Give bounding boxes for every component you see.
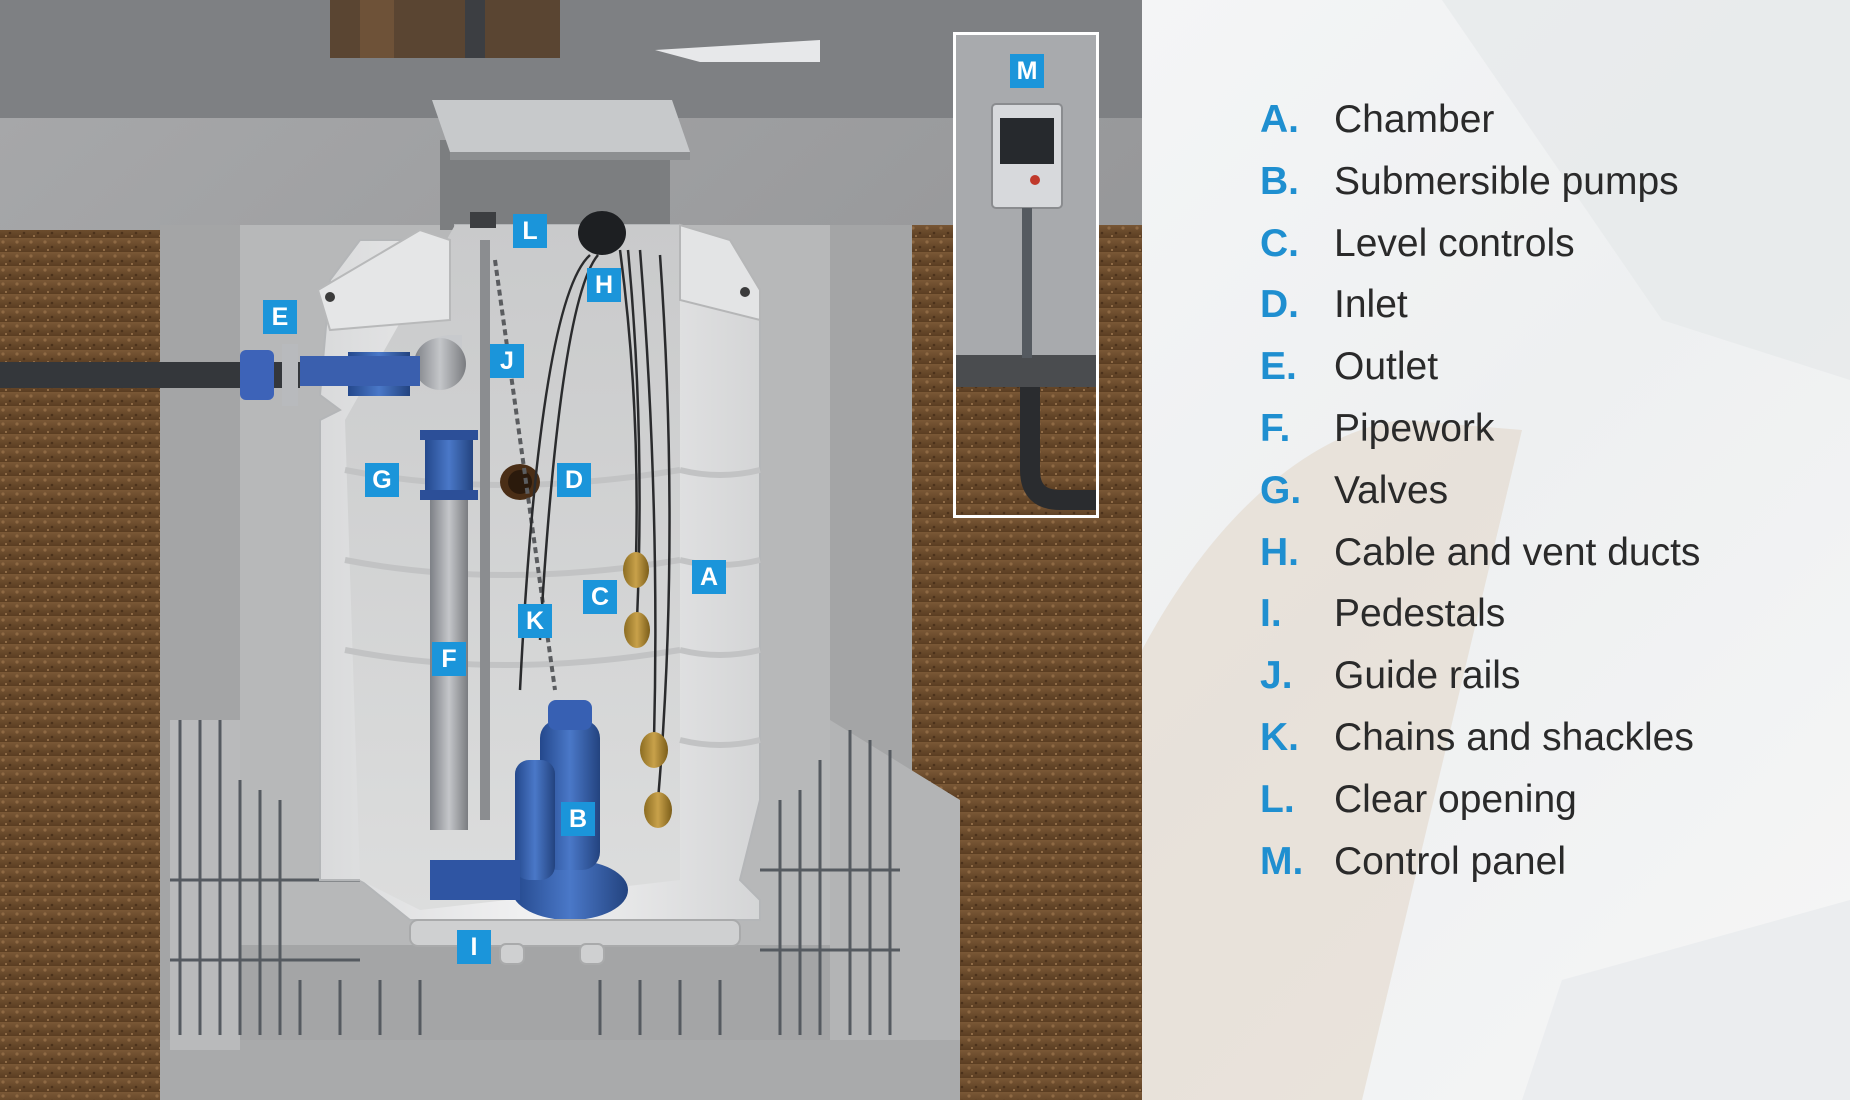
- legend-label: Guide rails: [1334, 654, 1520, 698]
- tag-chamber: A: [692, 560, 726, 594]
- legend-letter: D.: [1260, 283, 1334, 327]
- legend-label: Clear opening: [1334, 778, 1577, 822]
- legend-label: Outlet: [1334, 345, 1438, 389]
- legend-item-chains-and-shackles: K.Chains and shackles: [1260, 716, 1700, 778]
- legend-letter: F.: [1260, 407, 1334, 451]
- tag-chains-and-shackles: K: [518, 604, 552, 638]
- tag-outlet: E: [263, 300, 297, 334]
- legend-label: Inlet: [1334, 283, 1408, 327]
- legend-letter: E.: [1260, 345, 1334, 389]
- legend-letter: H.: [1260, 531, 1334, 575]
- tag-pedestals: I: [457, 930, 491, 964]
- legend-letter: J.: [1260, 654, 1334, 698]
- legend-letter: C.: [1260, 222, 1334, 266]
- legend-label: Pedestals: [1334, 592, 1505, 636]
- legend-letter: I.: [1260, 592, 1334, 636]
- legend-item-outlet: E.Outlet: [1260, 345, 1700, 407]
- tag-guide-rails: J: [490, 344, 524, 378]
- legend-label: Chains and shackles: [1334, 716, 1694, 760]
- legend-label: Level controls: [1334, 222, 1575, 266]
- legend-item-level-controls: C.Level controls: [1260, 222, 1700, 284]
- legend-label: Pipework: [1334, 407, 1494, 451]
- legend-list: A.Chamber B.Submersible pumps C.Level co…: [1260, 98, 1700, 901]
- tag-cable-and-vent-ducts: H: [587, 268, 621, 302]
- legend-letter: B.: [1260, 160, 1334, 204]
- tag-valves: G: [365, 463, 399, 497]
- legend-item-valves: G.Valves: [1260, 469, 1700, 531]
- tag-level-controls: C: [583, 580, 617, 614]
- legend-item-pedestals: I.Pedestals: [1260, 592, 1700, 654]
- tag-clear-opening: L: [513, 214, 547, 248]
- legend-item-control-panel: M.Control panel: [1260, 840, 1700, 902]
- tag-submersible-pumps: B: [561, 802, 595, 836]
- legend-item-cable-and-vent-ducts: H.Cable and vent ducts: [1260, 531, 1700, 593]
- legend-label: Valves: [1334, 469, 1448, 513]
- tag-control-panel: M: [1010, 54, 1044, 88]
- legend-letter: A.: [1260, 98, 1334, 142]
- legend-item-submersible-pumps: B.Submersible pumps: [1260, 160, 1700, 222]
- control-panel-inset-frame: [953, 32, 1099, 518]
- legend-letter: L.: [1260, 778, 1334, 822]
- legend-letter: M.: [1260, 840, 1334, 884]
- legend-letter: G.: [1260, 469, 1334, 513]
- tag-pipework: F: [432, 642, 466, 676]
- legend-label: Chamber: [1334, 98, 1494, 142]
- legend-label: Submersible pumps: [1334, 160, 1679, 204]
- legend-label: Cable and vent ducts: [1334, 531, 1700, 575]
- legend-item-clear-opening: L.Clear opening: [1260, 778, 1700, 840]
- tag-inlet: D: [557, 463, 591, 497]
- legend-label: Control panel: [1334, 840, 1566, 884]
- legend-item-inlet: D.Inlet: [1260, 283, 1700, 345]
- legend-item-pipework: F.Pipework: [1260, 407, 1700, 469]
- legend-item-chamber: A.Chamber: [1260, 98, 1700, 160]
- legend-letter: K.: [1260, 716, 1334, 760]
- legend-item-guide-rails: J.Guide rails: [1260, 654, 1700, 716]
